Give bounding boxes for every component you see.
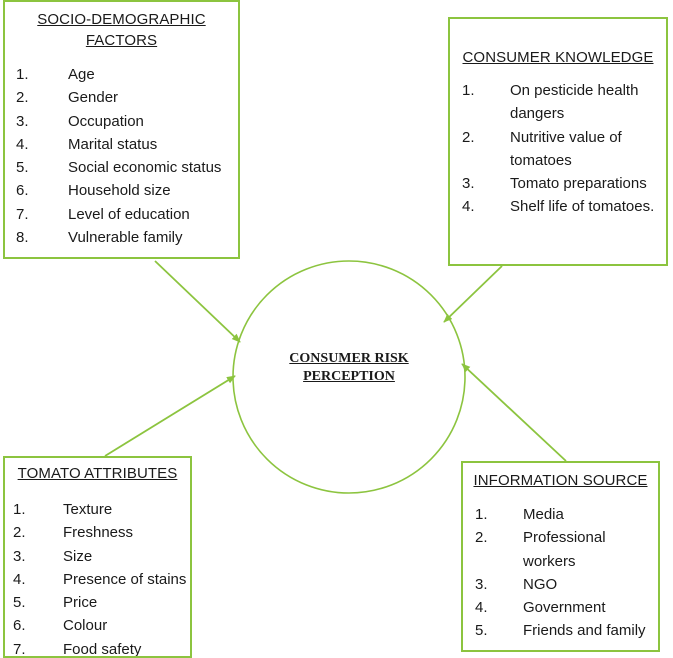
list-item: 6. Colour — [13, 614, 190, 637]
tomato-attributes-box: TOMATO ATTRIBUTES 1. Texture 2. Freshness 3.… — [3, 456, 192, 658]
knowledge-list: 1. On pesticide health dangers 2. Nutritive… — [450, 79, 666, 219]
item-number: 6. — [16, 182, 29, 200]
item-text: Household size — [68, 182, 171, 200]
item-text: Social economic status — [68, 159, 222, 177]
list-item: 3. Size — [13, 545, 190, 568]
list-item: 4. Presence of stains — [13, 568, 190, 591]
center-label-line1: CONSUMER RISK — [289, 351, 409, 366]
item-text: Marital status — [68, 135, 158, 153]
list-item: 2. Professional workers — [475, 526, 658, 573]
socio-title-line1: SOCIO-DEMOGRAPHIC — [37, 11, 206, 28]
list-item: 2. Freshness — [13, 521, 190, 544]
item-number: 5. — [16, 159, 29, 177]
item-text: Texture — [63, 501, 113, 518]
item-number: 4. — [16, 135, 29, 153]
item-text: Friends and family — [523, 622, 646, 640]
list-item: 4. Shelf life of tomatoes. — [462, 195, 666, 218]
center-label: CONSUMER RISK PERCEPTION — [236, 350, 462, 386]
item-text: Nutritive value of tomatoes — [510, 128, 622, 169]
item-number: 4. — [462, 198, 475, 216]
item-text: Level of education — [68, 205, 190, 223]
list-item: 1. Media — [475, 503, 658, 526]
list-item: 4. Government — [475, 596, 658, 619]
list-item: 3. Occupation — [16, 110, 238, 133]
info-title: INFORMATION SOURCE — [473, 472, 648, 489]
item-number: 4. — [475, 599, 488, 617]
item-text: Freshness — [63, 524, 134, 542]
arrow-tomato-to-center — [104, 375, 236, 457]
list-item: 7. Food safety — [13, 638, 190, 658]
item-number: 7. — [16, 205, 29, 223]
item-text: Size — [63, 547, 93, 565]
item-number: 2. — [13, 524, 26, 542]
arrow-info-to-center — [461, 363, 567, 462]
list-item: 4. Marital status — [16, 133, 238, 156]
item-number: 4. — [13, 570, 26, 588]
item-number: 2. — [475, 529, 488, 547]
item-text: Age — [68, 66, 95, 83]
info-list: 1. Media 2. Professional workers 3. NGO 4. Gove… — [463, 503, 658, 643]
list-item: 3. NGO — [475, 573, 658, 596]
item-text: Price — [63, 594, 98, 612]
item-number: 2. — [462, 128, 475, 146]
consumer-knowledge-box: CONSUMER KNOWLEDGE 1. On pesticide health… — [448, 17, 668, 266]
item-text: Media — [523, 506, 564, 523]
item-text: Food safety — [63, 640, 142, 658]
information-source-box: INFORMATION SOURCE 1. Media 2. Professional… — [461, 461, 660, 652]
item-number: 5. — [13, 594, 26, 612]
arrow-knowledge-to-center — [443, 265, 503, 323]
item-text: NGO — [523, 575, 558, 593]
item-number: 7. — [13, 640, 26, 658]
item-number: 6. — [13, 617, 26, 635]
list-item: 2. Gender — [16, 86, 238, 109]
list-item: 8. Vulnerable family — [16, 226, 238, 249]
list-item: 5. Price — [13, 591, 190, 614]
item-text: Presence of stains — [63, 570, 187, 588]
list-item: 5. Friends and family — [475, 619, 658, 642]
socio-list: 1. Age 2. Gender 3. Occupation 4. Marital statu… — [5, 63, 238, 249]
item-text: Shelf life of tomatoes. — [510, 198, 655, 216]
list-item: 1. Age — [16, 63, 238, 86]
tomato-title: TOMATO ATTRIBUTES — [17, 465, 178, 482]
item-text: Occupation — [68, 112, 144, 130]
socio-title: SOCIO-DEMOGRAPHIC FACTORS — [5, 9, 238, 51]
list-item: 5. Social economic status — [16, 156, 238, 179]
item-number: 8. — [16, 229, 29, 247]
socio-demographic-box: SOCIO-DEMOGRAPHIC FACTORS 1. Age 2. Gender 3… — [3, 0, 240, 259]
list-item: 7. Level of education — [16, 203, 238, 226]
arrow-socio-to-center — [154, 260, 241, 343]
item-number: 3. — [16, 112, 29, 130]
tomato-list: 1. Texture 2. Freshness 3. Size 4. Presence of … — [5, 498, 190, 658]
list-item: 6. Household size — [16, 179, 238, 202]
item-text: Professional workers — [523, 529, 606, 570]
list-item: 1. On pesticide health dangers — [462, 79, 666, 126]
list-item: 2. Nutritive value of tomatoes — [462, 126, 666, 173]
item-text: Colour — [63, 617, 108, 635]
center-label-line2: PERCEPTION — [303, 369, 395, 384]
item-number: 3. — [475, 575, 488, 593]
item-number: 1. — [475, 506, 488, 523]
item-number: 1. — [462, 82, 475, 99]
list-item: 3. Tomato preparations — [462, 172, 666, 195]
item-text: Gender — [68, 89, 119, 107]
item-text: On pesticide health dangers — [510, 82, 639, 123]
item-number: 3. — [13, 547, 26, 565]
item-text: Tomato preparations — [510, 175, 647, 193]
item-text: Vulnerable family — [68, 229, 183, 247]
item-number: 1. — [13, 501, 26, 518]
socio-title-line2: FACTORS — [85, 32, 158, 49]
knowledge-title: CONSUMER KNOWLEDGE — [462, 49, 654, 66]
item-number: 5. — [475, 622, 488, 640]
list-item: 1. Texture — [13, 498, 190, 521]
item-number: 3. — [462, 175, 475, 193]
item-number: 2. — [16, 89, 29, 107]
item-number: 1. — [16, 66, 29, 83]
item-text: Government — [523, 599, 606, 617]
